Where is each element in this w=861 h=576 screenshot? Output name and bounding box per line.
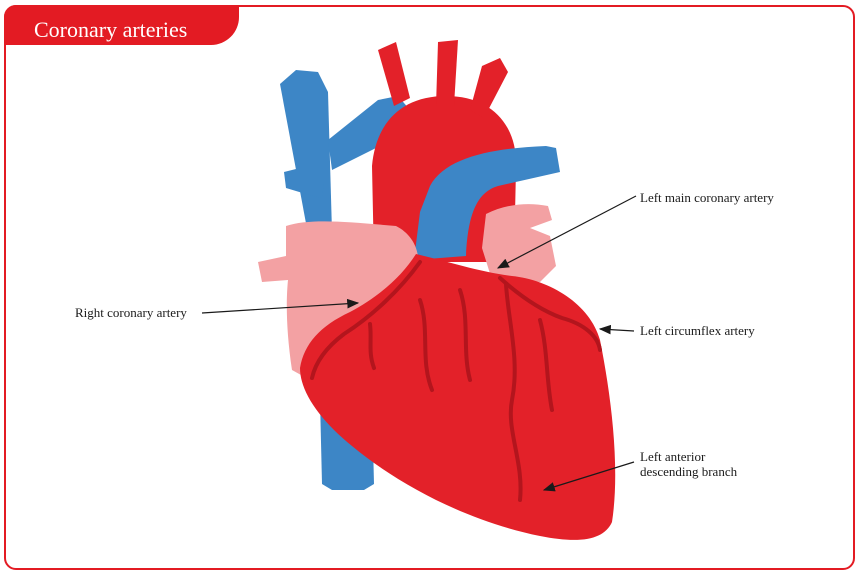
label-left-anterior-descending-line2: descending branch (640, 464, 737, 480)
label-right-coronary-artery: Right coronary artery (75, 305, 187, 321)
label-left-anterior-descending-line1: Left anterior (640, 449, 705, 465)
label-left-circumflex-artery: Left circumflex artery (640, 323, 755, 339)
arrow-left-circumflex (600, 329, 634, 331)
label-left-main-coronary-artery: Left main coronary artery (640, 190, 774, 206)
